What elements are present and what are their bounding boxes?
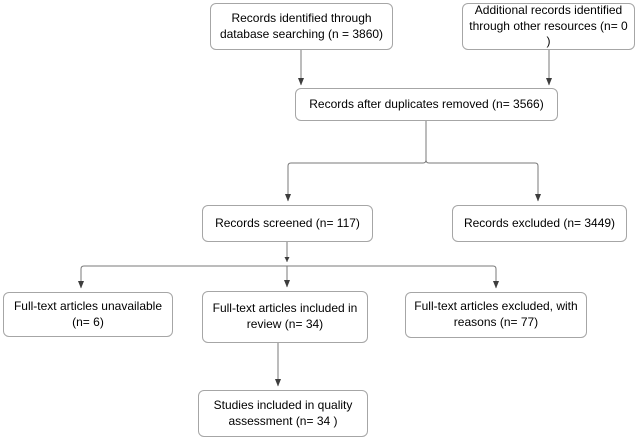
node-fulltext-unavailable-label: Full-text articles unavailable (n= 6) — [13, 298, 163, 329]
node-fulltext-excluded-label: Full-text articles excluded, with reason… — [414, 299, 578, 329]
node-fulltext-unavailable: Full-text articles unavailable (n= 6) — [3, 292, 173, 337]
node-records-identified-label: Records identified through database sear… — [219, 10, 384, 41]
node-fulltext-excluded: Full-text articles excluded, with reason… — [405, 292, 587, 338]
node-quality-assessment: Studies included in quality assessment (… — [198, 390, 368, 437]
node-quality-assessment-label: Studies included in quality assessment (… — [213, 397, 353, 428]
node-fulltext-included: Full-text articles included in review (n… — [202, 291, 368, 343]
node-records-excluded-label: Records excluded (n= 3449) — [463, 215, 616, 230]
node-records-screened-label: Records screened (n= 117) — [215, 215, 360, 230]
node-duplicates-removed: Records after duplicates removed (n= 356… — [295, 88, 558, 121]
arrow-junction-to-ft-excluded — [287, 265, 499, 289]
node-additional-records: Additional records identified through ot… — [462, 3, 635, 50]
node-fulltext-included-label: Full-text articles included in review (n… — [212, 301, 358, 331]
node-records-screened: Records screened (n= 117) — [202, 205, 373, 242]
arrow-duplicates-to-screened — [285, 121, 427, 202]
node-duplicates-removed-label: Records after duplicates removed (n= 356… — [309, 96, 544, 111]
node-additional-records-label: Additional records identified through ot… — [469, 2, 628, 49]
node-records-excluded: Records excluded (n= 3449) — [452, 205, 627, 242]
node-records-identified: Records identified through database sear… — [210, 3, 393, 50]
arrow-duplicates-to-excluded — [425, 121, 541, 202]
arrow-junction-to-unavailable — [78, 265, 287, 289]
